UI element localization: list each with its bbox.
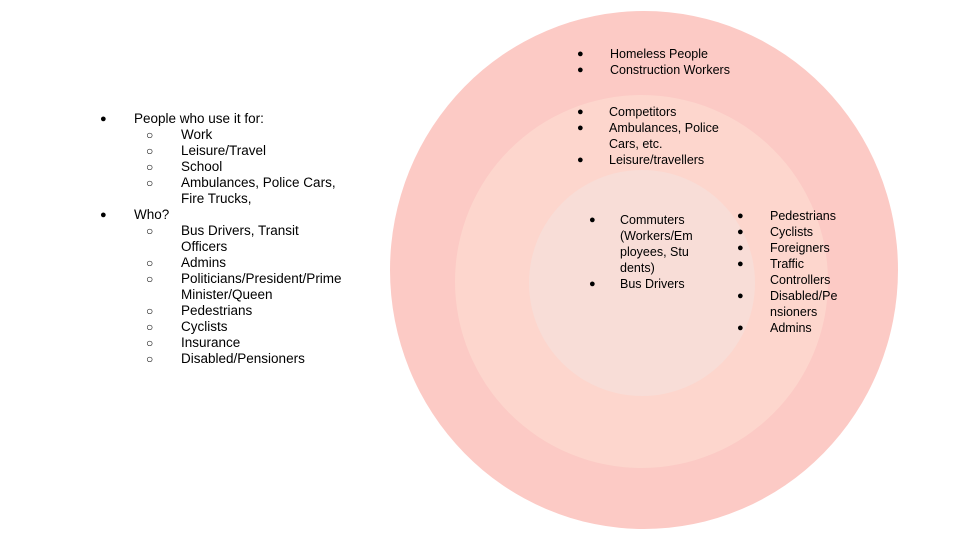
middle-ring-list: ● Competitors ● Ambulances, Police Cars,… <box>576 104 726 168</box>
ring-list-item-label: Admins <box>770 321 812 335</box>
ring-list-item-label: Cyclists <box>770 225 814 239</box>
sub-list-item-label: Politicians/President/Prime Minister/Que… <box>181 271 342 302</box>
bullet-icon: ● <box>577 154 584 166</box>
list-item-label: Who? <box>134 207 170 222</box>
ring-list-item: ● Leisure/travellers <box>576 152 726 168</box>
ring-list-item: ● Foreigners <box>736 240 841 256</box>
ring-list-item: ● Construction Workers <box>576 62 730 78</box>
bullet-icon: ● <box>737 258 744 270</box>
sub-list-item: ○ School <box>106 159 386 175</box>
ring-list-item-label: Pedestrians <box>770 209 837 223</box>
ring-list-item-label: Commuters (Workers/Employees, Students) <box>620 213 693 275</box>
ring-list-item: ● Ambulances, Police Cars, etc. <box>576 120 726 152</box>
ring-list-item-label: Ambulances, Police Cars, etc. <box>609 121 719 151</box>
hollow-bullet-icon: ○ <box>146 352 154 366</box>
hollow-bullet-icon: ○ <box>146 336 154 350</box>
sub-list-item: ○ Pedestrians <box>106 303 386 319</box>
bullet-icon: ● <box>577 64 584 76</box>
left-bullet-list: ● People who use it for: ○ Work ○ Leisur… <box>100 111 386 367</box>
ring-list-item: ● Disabled/Pensioners <box>736 288 841 320</box>
list-item-label: People who use it for: <box>134 111 264 126</box>
bullet-icon: ● <box>737 210 744 222</box>
sub-list-item-label: Pedestrians <box>181 303 253 318</box>
bullet-icon: ● <box>737 322 744 334</box>
list-item-who: ● Who? <box>100 207 386 223</box>
bullet-icon: ● <box>737 242 744 254</box>
inner-ring-left-list: ● Commuters (Workers/Employees, Students… <box>588 212 693 292</box>
bullet-icon: ● <box>100 209 107 221</box>
ring-list-item: ● Bus Drivers <box>588 276 693 292</box>
outer-ring-list: ● Homeless People ● Construction Workers <box>576 46 730 78</box>
ring-list-item-label: Leisure/travellers <box>609 153 705 167</box>
sub-list-item-label: Work <box>181 127 213 142</box>
hollow-bullet-icon: ○ <box>146 320 154 334</box>
sub-list-item-label: School <box>181 159 223 174</box>
bullet-icon: ● <box>577 122 584 134</box>
ring-list-item: ● Admins <box>736 320 841 336</box>
ring-list-item: ● Cyclists <box>736 224 841 240</box>
ring-list-item-label: Traffic Controllers <box>770 257 831 287</box>
sub-list-item-label: Cyclists <box>181 319 228 334</box>
ring-list-item-label: Competitors <box>609 105 677 119</box>
sub-list-item-label: Leisure/Travel <box>181 143 267 158</box>
sub-list-item-label: Admins <box>181 255 227 270</box>
sub-list-item: ○ Politicians/President/Prime Minister/Q… <box>106 271 356 303</box>
bullet-icon: ● <box>589 278 596 290</box>
bullet-icon: ● <box>737 290 744 302</box>
bullet-icon: ● <box>577 48 584 60</box>
ring-list-item: ● Pedestrians <box>736 208 841 224</box>
list-item-uses: ● People who use it for: <box>100 111 386 127</box>
sub-list-item-label: Disabled/Pensioners <box>181 351 305 366</box>
hollow-bullet-icon: ○ <box>146 224 154 238</box>
inner-ring <box>529 170 755 396</box>
ring-list-item-label: Foreigners <box>770 241 830 255</box>
ring-list-item: ● Traffic Controllers <box>736 256 841 288</box>
sub-list-item-label: Insurance <box>181 335 241 350</box>
sub-list-item-label: Bus Drivers, Transit Officers <box>181 223 299 254</box>
sub-list-item: ○ Work <box>106 127 386 143</box>
sub-list-item: ○ Disabled/Pensioners <box>106 351 386 367</box>
hollow-bullet-icon: ○ <box>146 144 154 158</box>
bullet-icon: ● <box>100 113 107 125</box>
ring-list-item: ● Competitors <box>576 104 726 120</box>
hollow-bullet-icon: ○ <box>146 176 154 190</box>
hollow-bullet-icon: ○ <box>146 272 154 286</box>
hollow-bullet-icon: ○ <box>146 256 154 270</box>
ring-list-item: ● Commuters (Workers/Employees, Students… <box>588 212 693 276</box>
ring-list-item-label: Construction Workers <box>610 63 730 77</box>
ring-list-item-label: Bus Drivers <box>620 277 685 291</box>
ring-list-item: ● Homeless People <box>576 46 730 62</box>
inner-ring-right-list: ● Pedestrians ● Cyclists ● Foreigners ● … <box>736 208 841 336</box>
bullet-icon: ● <box>589 214 596 226</box>
sub-list-item-label: Ambulances, Police Cars, Fire Trucks, <box>181 175 336 206</box>
ring-list-item-label: Disabled/Pensioners <box>770 289 838 319</box>
sub-list-item: ○ Bus Drivers, Transit Officers <box>106 223 321 255</box>
hollow-bullet-icon: ○ <box>146 128 154 142</box>
hollow-bullet-icon: ○ <box>146 160 154 174</box>
ring-list-item-label: Homeless People <box>610 47 708 61</box>
hollow-bullet-icon: ○ <box>146 304 154 318</box>
sub-list-item: ○ Admins <box>106 255 386 271</box>
bullet-icon: ● <box>737 226 744 238</box>
sub-list-item: ○ Insurance <box>106 335 386 351</box>
bullet-icon: ● <box>577 106 584 118</box>
sub-list-item: ○ Leisure/Travel <box>106 143 386 159</box>
sub-list-item: ○ Ambulances, Police Cars, Fire Trucks, <box>106 175 346 207</box>
sub-list-item: ○ Cyclists <box>106 319 386 335</box>
